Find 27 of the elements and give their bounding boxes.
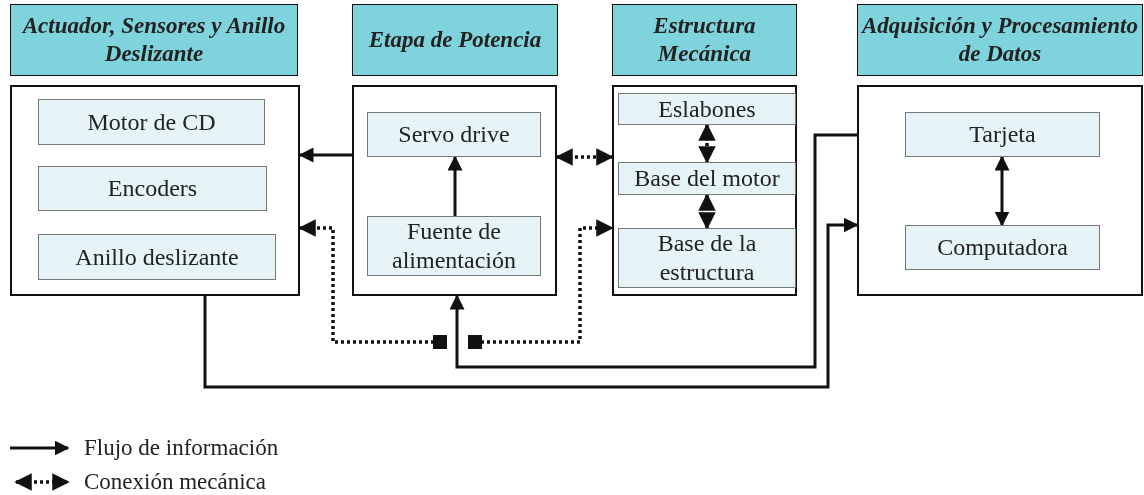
component-box: Base de la estructura: [618, 228, 796, 288]
component-box: Eslabones: [618, 93, 796, 125]
arrow: [203, 217, 859, 389]
heading-box: Actuador, Sensores y Anillo Deslizante: [10, 4, 298, 76]
component-box: Servo drive: [367, 112, 541, 157]
component-box: Fuente de alimentación: [367, 216, 541, 276]
dotted-connector: [698, 123, 716, 164]
block-frame: [857, 85, 1143, 296]
block-frame: [10, 85, 300, 296]
component-box: Encoders: [38, 166, 267, 211]
component-box: Base del motor: [618, 162, 796, 195]
legend-label: Flujo de información: [84, 435, 279, 461]
arrow: [447, 155, 463, 216]
component-box: Tarjeta: [905, 112, 1100, 157]
component-box: Anillo deslizante: [38, 234, 276, 280]
dotted-connector: [468, 219, 614, 349]
component-box: Motor de CD: [38, 99, 265, 145]
heading-box: Etapa de Potencia: [352, 4, 558, 76]
component-box: Computadora: [905, 225, 1100, 270]
block-frame: [352, 85, 557, 296]
arrow: [449, 133, 857, 369]
arrow: [994, 155, 1010, 227]
heading-box: Estructura Mecánica: [612, 4, 797, 76]
dotted-connector: [698, 193, 716, 230]
heading-box: Adquisición y Procesamiento de Datos: [857, 4, 1143, 76]
legend-label: Conexión mecánica: [84, 469, 266, 495]
block-frame: [612, 85, 797, 296]
